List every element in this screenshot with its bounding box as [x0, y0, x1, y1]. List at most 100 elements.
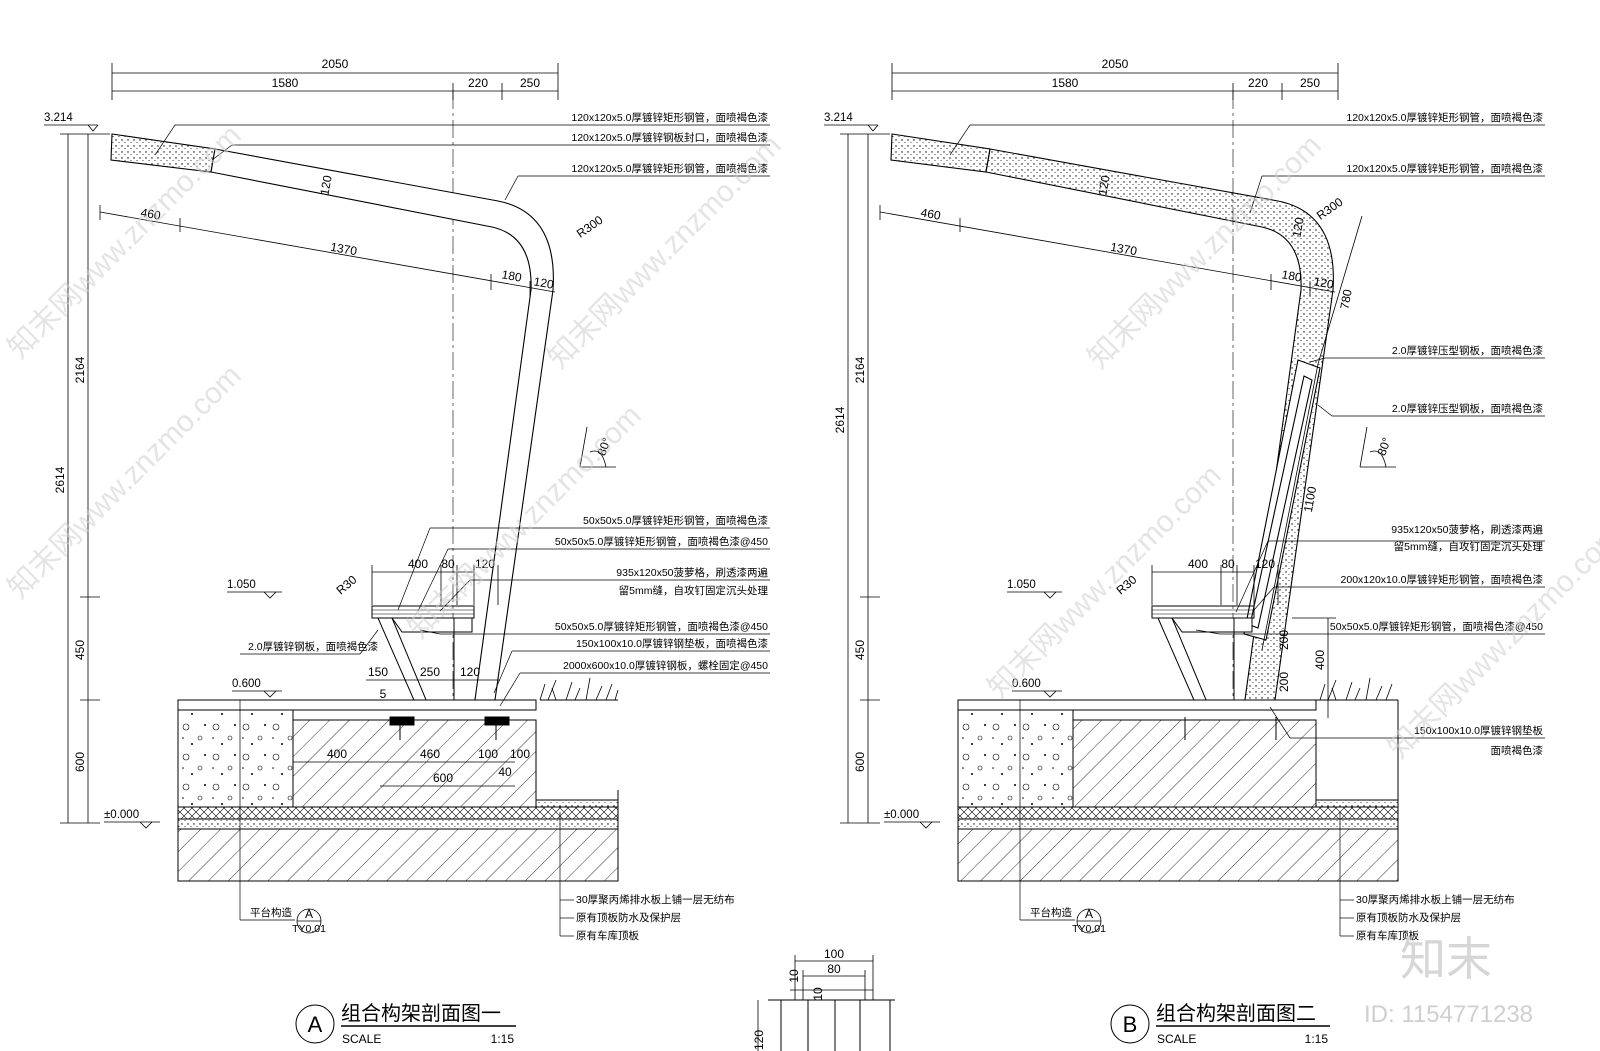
section-a: 2050 1580 220 250 3.214 2614 2164 450 60… — [44, 57, 770, 1046]
note-b-5: 935x120x50菠萝格，刷透漆两遍 — [1391, 523, 1543, 536]
elevation-0000-b: ±0.000 — [884, 809, 919, 821]
note-a-2: 120x120x5.0厚镀锌钢板封口，面喷褐色漆 — [571, 131, 768, 144]
bench-seat — [371, 605, 475, 708]
dim-2614: 2614 — [53, 466, 67, 493]
detail-dim-100: 100 — [824, 947, 844, 961]
seat-dim-120: 120 — [475, 557, 495, 571]
base-dim-40: 40 — [498, 765, 512, 779]
detail-dim-120: 120 — [752, 1030, 766, 1050]
base-dim-250: 250 — [420, 665, 440, 679]
dim-2164: 2164 — [73, 356, 87, 383]
note-a-left: 2.0厚镀锌钢板，面喷褐色漆 — [248, 640, 379, 653]
note-b-3: 2.0厚镀锌压型钢板，面喷褐色漆 — [1392, 344, 1544, 357]
dim-460-b: 460 — [920, 205, 942, 222]
elevation-top-b: 3.214 — [824, 112, 853, 124]
dim-220-b: 220 — [1248, 76, 1268, 90]
dim-1370-b: 1370 — [1109, 240, 1138, 258]
brand-id: ID: 1154771238 — [1364, 1001, 1533, 1028]
dim-600-b: 600 — [853, 752, 867, 772]
note-b-bottom-3: 原有车库顶板 — [1356, 929, 1419, 942]
detail-dim-80: 80 — [827, 962, 841, 976]
scale-value-b: 1:15 — [1305, 1032, 1329, 1046]
elevation-top: 3.214 — [44, 112, 73, 124]
grass — [539, 677, 619, 701]
dim-120: 120 — [533, 274, 555, 291]
dim-total: 2050 — [322, 57, 349, 71]
dim-780-b: 780 — [1337, 288, 1354, 310]
note-a-bottom-3: 原有车库顶板 — [576, 929, 639, 942]
base-dim-100a: 100 — [478, 747, 498, 761]
ref-letter-b: A — [1085, 907, 1093, 921]
base-structure-b — [957, 699, 1399, 882]
note-a-4: 50x50x5.0厚镀锌矩形钢管，面喷褐色漆 — [583, 514, 768, 527]
platform-label-a: 平台构造 — [250, 906, 292, 919]
note-b-7: 200x120x10.0厚镀锌矩形钢管，面喷褐色漆 — [1341, 573, 1544, 586]
dim-120-tube-b: 120 — [1095, 174, 1112, 196]
title-a: 组合构架剖面图一 — [341, 1002, 501, 1025]
scale-label-b: SCALE — [1157, 1032, 1196, 1046]
ref-sheet-a: TY0.01 — [292, 923, 326, 935]
dim-1370: 1370 — [329, 240, 358, 258]
note-b-1: 120x120x5.0厚镀锌矩形钢管，面喷褐色漆 — [1346, 111, 1543, 124]
elevation-0000: ±0.000 — [104, 809, 139, 821]
note-a-8: 50x50x5.0厚镀锌矩形钢管，面喷褐色漆@450 — [555, 620, 768, 633]
note-b-4: 2.0厚镀锌压型钢板，面喷褐色漆 — [1392, 402, 1544, 415]
elevation-1050-b: 1.050 — [1007, 579, 1036, 591]
note-a-bottom-2: 原有顶板防水及保护层 — [576, 911, 681, 924]
title-b: 组合构架剖面图二 — [1156, 1002, 1316, 1025]
dim-1100-b: 1100 — [1301, 485, 1319, 513]
base-dim-120: 120 — [460, 665, 480, 679]
seat-dim-80: 80 — [441, 557, 455, 571]
title-letter-a: A — [308, 1012, 323, 1037]
watermark-4: 知末网www.znzmo.com — [2, 359, 248, 605]
detail-dim-10b: 10 — [811, 987, 825, 1001]
seat-r30: R30 — [333, 572, 359, 597]
note-a-6: 935x120x50菠萝格，刷透漆两遍 — [616, 566, 768, 579]
note-b-bottom-1: 30厚聚丙烯排水板上铺一层无纺布 — [1356, 893, 1515, 906]
ref-sheet-b: TY0.01 — [1072, 923, 1106, 935]
dim-120-tube: 120 — [317, 174, 334, 196]
elevation-0600: 0.600 — [232, 678, 261, 690]
note-b-6: 留5mm缝，自攻钉固定沉头处理 — [1394, 540, 1544, 553]
scale-label-a: SCALE — [342, 1032, 381, 1046]
base-dim-400: 400 — [327, 747, 347, 761]
base-dim-100b: 100 — [510, 747, 530, 761]
seat-dim-400: 400 — [408, 557, 428, 571]
dim-180-b: 180 — [1281, 267, 1303, 284]
dim-r300-b: R300 — [1314, 195, 1346, 223]
note-a-3: 120x120x5.0厚镀锌矩形钢管，面喷褐色漆 — [571, 162, 768, 175]
platform-label-b: 平台构造 — [1030, 906, 1072, 919]
base-dim-600: 600 — [433, 771, 453, 785]
dim-200b-b: 200 — [1277, 672, 1291, 692]
brand-logo: 知末 — [1400, 933, 1492, 985]
detail-dim-10a: 10 — [787, 969, 801, 983]
dim-450: 450 — [73, 640, 87, 660]
dim-400-b: 400 — [1313, 650, 1327, 670]
base-dim-150: 150 — [368, 665, 388, 679]
base-structure — [177, 699, 619, 882]
note-b-bottom-2: 原有顶板防水及保护层 — [1356, 911, 1461, 924]
dim-200a-b: 200 — [1277, 630, 1291, 650]
dim-600: 600 — [73, 752, 87, 772]
angle-80: 80° — [595, 436, 614, 458]
note-a-7: 留5mm缝，自攻钉固定沉头处理 — [619, 584, 769, 597]
elevation-0600-b: 0.600 — [1012, 678, 1041, 690]
section-b: 2050 1580 220 250 3.214 2614 2164 450 60… — [824, 57, 1545, 1046]
dim-120-tube-b2: 120 — [1289, 216, 1306, 238]
note-b-8: 50x50x5.0厚镀锌矩形钢管，面喷褐色漆@450 — [1330, 620, 1543, 633]
seat-dim-120-b: 120 — [1255, 557, 1275, 571]
dim-450-b: 450 — [853, 640, 867, 660]
watermarks: 知末网www.znzmo.com 知末网www.znzmo.com 知末网www… — [2, 119, 1600, 765]
seat-dim-400-b: 400 — [1188, 557, 1208, 571]
note-b-2: 120x120x5.0厚镀锌矩形钢管，面喷褐色漆 — [1346, 162, 1543, 175]
bench-seat-b — [1151, 605, 1255, 708]
note-a-bottom-1: 30厚聚丙烯排水板上铺一层无纺布 — [576, 893, 735, 906]
angle-80-b: 80° — [1375, 436, 1394, 458]
dim-r300: R300 — [574, 213, 606, 241]
dim-120-b: 120 — [1313, 274, 1335, 291]
note-a-1: 120x120x5.0厚镀锌矩形钢管，面喷褐色漆 — [571, 111, 768, 124]
dim-2614-b: 2614 — [833, 406, 847, 433]
note-b-10: 面喷褐色漆 — [1491, 744, 1544, 757]
elevation-1050: 1.050 — [227, 579, 256, 591]
